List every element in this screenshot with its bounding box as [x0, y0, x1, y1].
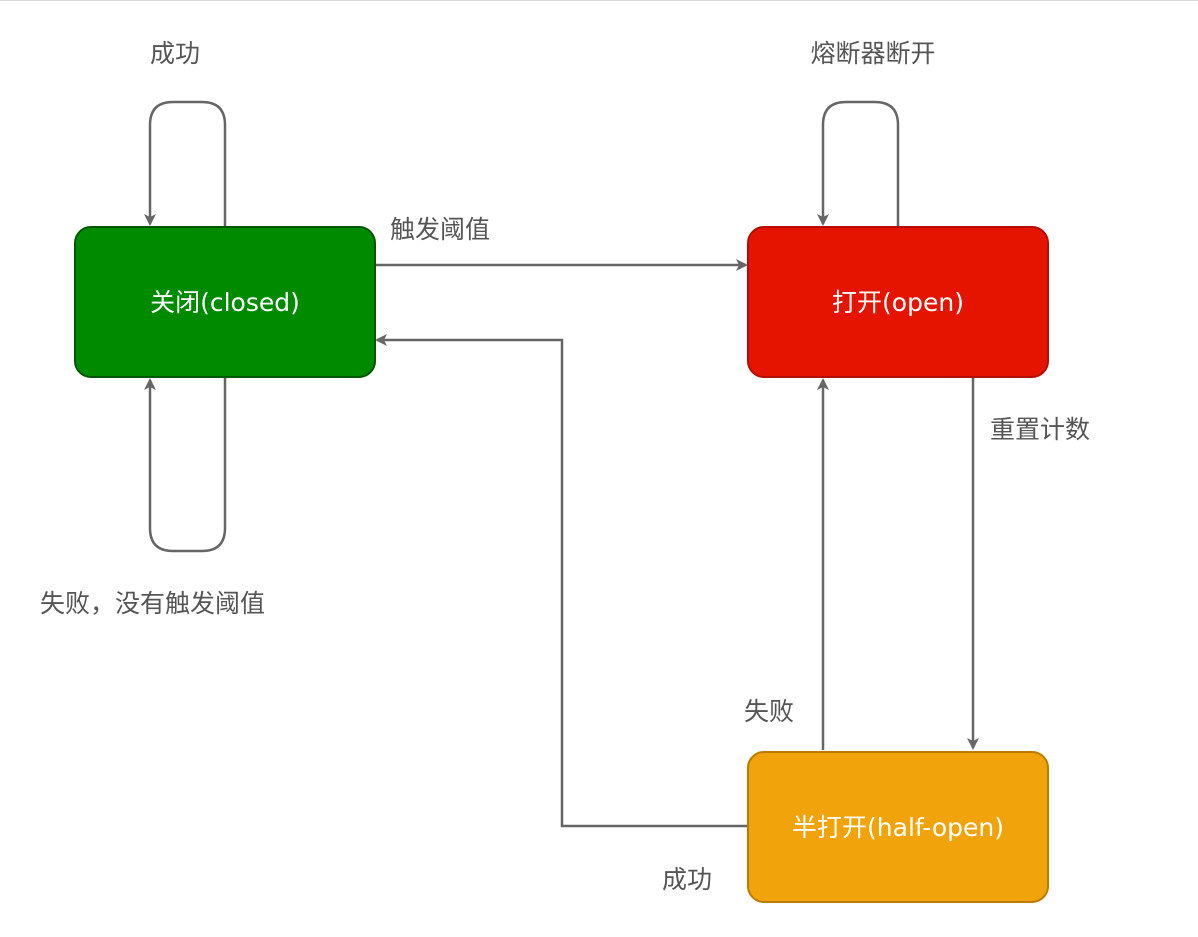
state-open-label: 打开(open)	[832, 288, 964, 317]
label-reset-count: 重置计数	[990, 415, 1090, 444]
label-trigger-threshold: 触发阈值	[390, 215, 490, 244]
state-closed-label: 关闭(closed)	[150, 288, 300, 317]
edge-closed-success-loop[interactable]	[144, 100, 227, 226]
edge-half-open-to-closed[interactable]	[375, 334, 748, 828]
edge-closed-fail-loop[interactable]	[144, 378, 227, 553]
label-breaker-open: 熔断器断开	[810, 39, 935, 68]
edge-open-loop[interactable]	[817, 100, 900, 226]
state-half-open-label: 半打开(half-open)	[792, 813, 1004, 842]
state-closed[interactable]: 关闭(closed)	[74, 226, 376, 378]
label-success-return: 成功	[662, 865, 712, 894]
state-open[interactable]: 打开(open)	[747, 226, 1049, 378]
label-failure: 失败	[744, 697, 794, 726]
label-closed-fail: 失败，没有触发阈值	[40, 589, 265, 618]
state-half-open[interactable]: 半打开(half-open)	[747, 751, 1049, 903]
top-divider	[0, 0, 1198, 1]
label-closed-success: 成功	[150, 39, 200, 68]
